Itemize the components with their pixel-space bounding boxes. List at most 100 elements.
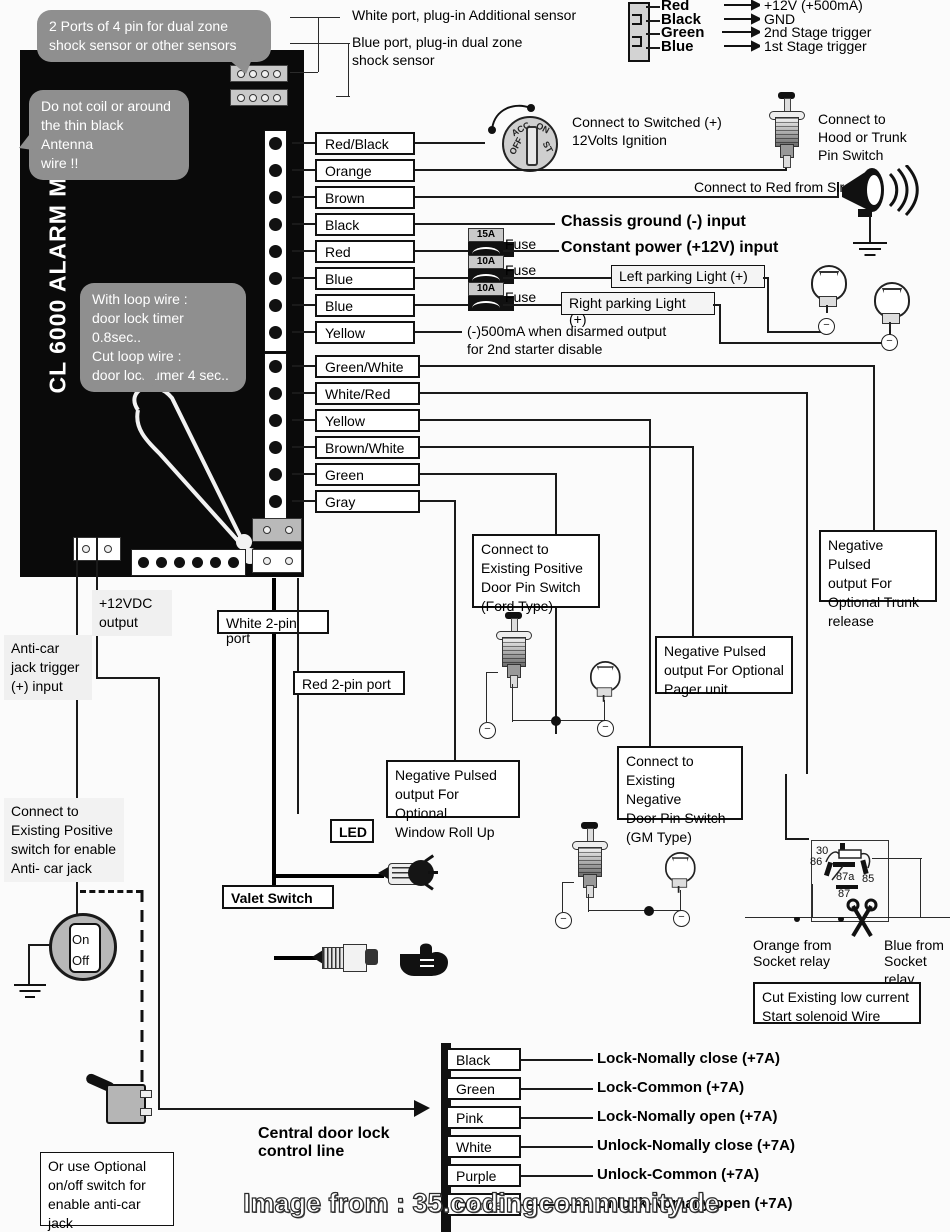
onoff-ground-lead-h (28, 944, 51, 946)
run-right-park (713, 304, 721, 306)
fuse-10a-2: 10A (468, 282, 514, 311)
relay-lead-top (806, 772, 808, 774)
gm-junction-dot (644, 906, 654, 916)
run-blue2 (415, 304, 470, 306)
loop-line-2: door lock timer 0.8sec.. (92, 310, 184, 345)
ignition-note-1: Connect to Switched (+) (572, 114, 722, 130)
relay-pin-87: 87 (838, 888, 851, 900)
central-door-lock-line-1: Central door lock (258, 1125, 390, 1142)
loop-line-1: With loop wire : (92, 291, 188, 307)
red-2pin-line (297, 578, 299, 814)
gm-line-1: Connect to (626, 753, 694, 769)
pager-line-2: output For Optional (664, 662, 784, 678)
red-2pin-port-label: Red 2-pin port (293, 671, 405, 695)
loop-line-4: door lock timer 4 sec.. (92, 367, 229, 383)
cdl-lead-1 (521, 1059, 593, 1061)
cdl-lead-4 (521, 1146, 593, 1148)
opt-line-2: on/off switch for (48, 1177, 146, 1193)
cdl-fn-5: Unlock-Common (+7A) (597, 1166, 760, 1183)
wire-box-green: Green (315, 463, 420, 486)
white-4pin-port[interactable] (230, 65, 288, 82)
lead-bot-5 (292, 473, 315, 475)
trunk-line-3: Optional Trunk (828, 594, 920, 610)
plus12vdc-note: +12VDC output (92, 590, 172, 636)
valet-switch-icon[interactable] (312, 943, 382, 972)
fuse-15a-label: Fuse (505, 236, 537, 252)
run-yellow (415, 331, 462, 333)
cp-line-3: switch for enable (11, 841, 117, 857)
callout-4pin-ports: 2 Ports of 4 pin for dual zone shock sen… (37, 10, 271, 74)
relay-internals (825, 849, 871, 881)
wire-box-blue-1: Blue (315, 267, 415, 290)
relay-terminal-87a (833, 862, 855, 867)
gm-sw-lead-h (562, 882, 574, 883)
trunk-line-2: output For (828, 575, 892, 591)
central-door-lock-line-2: control line (258, 1143, 345, 1160)
cut-line-1: Cut Existing low current (762, 989, 910, 1005)
central-door-lock-6pin-port[interactable] (131, 549, 246, 576)
legend-arrow-3: 1st Stage trigger (764, 38, 867, 54)
lead-bot-1 (292, 365, 315, 367)
right-parking-bulb-icon (874, 282, 910, 330)
white-2pin-port-connector[interactable] (252, 518, 302, 542)
gm-sw-lead-v (562, 882, 563, 912)
start-solenoid-wire (745, 917, 950, 918)
legend-arrows (722, 0, 760, 52)
wire-box-red: Red (315, 240, 415, 263)
cdl-wire-black: Black (446, 1048, 521, 1071)
gm-door-pin-switch-icon (572, 822, 608, 898)
fuse-10a-1-label: Fuse (505, 262, 537, 278)
cdl-fn-2: Lock-Common (+7A) (597, 1079, 745, 1096)
fuse-10a-2-rating: 10A (468, 282, 504, 296)
acj-line-1: Anti-car (11, 640, 60, 656)
plus12vdc-lead-v2 (158, 677, 160, 1110)
right-parking-light-label: Right parking Light (+) (561, 292, 715, 327)
run-brown-white-v (692, 446, 694, 636)
anti-carjack-lead (76, 537, 78, 917)
red-2pin-port-connector[interactable] (252, 549, 302, 573)
lead-bot-2 (292, 392, 315, 394)
onoff-rotary-switch[interactable]: On Off (49, 913, 117, 981)
valet-lead (274, 956, 322, 960)
cdl-wire-green: Green (446, 1077, 521, 1100)
gm-line-2: Existing Negative (626, 772, 682, 807)
callout-antenna-line-1: Do not coil or around (41, 98, 171, 114)
relay-pin-87a: 87a (836, 871, 855, 883)
left-bulb-ground-icon: − (818, 318, 835, 335)
sensor-connector-legend: Red Black Green Blue +12V (+500mA) GND 2… (628, 0, 948, 66)
disarm-note-1: (-)500mA when disarmed output (467, 323, 667, 339)
cut-line-2: Start solenoid Wire (762, 1008, 881, 1024)
relay-lead-right-v (920, 858, 921, 918)
wire-box-orange: Orange (315, 159, 415, 182)
sensor-clip-2 (632, 36, 642, 47)
disarm-note-2: for 2nd starter disable (467, 341, 603, 357)
central-lock-run (158, 1108, 420, 1110)
lead-bot-6 (292, 500, 315, 502)
blue-4pin-port[interactable] (230, 89, 288, 106)
cdl-lead-6 (521, 1204, 593, 1206)
gm-door-pin-note: Connect to Existing Negative Door Pin Sw… (617, 746, 743, 845)
wire-box-white-red: White/Red (315, 382, 420, 405)
run-red-black (415, 142, 485, 144)
hood-note-2: Hood or Trunk (818, 129, 907, 145)
legend-wire-0: Red (661, 0, 690, 14)
run-red (415, 250, 470, 252)
run-gray (420, 500, 456, 502)
cdl-fn-6: Unlock-Nomally open (+7A) (597, 1195, 793, 1212)
fuse-10a-2-label: Fuse (505, 289, 537, 305)
ford-line-2: Existing Positive (481, 560, 583, 576)
ford-sw-lead-h (486, 672, 498, 673)
anti-carjack-trigger-note: Anti-car jack trigger (+) input (4, 635, 92, 700)
lead-top-4 (292, 223, 315, 225)
window-line-3: Window Roll Up (395, 824, 495, 840)
optional-toggle-switch[interactable] (84, 1072, 154, 1124)
run-right-park-h (719, 342, 891, 344)
ford-bulb-lead (604, 700, 605, 720)
left-parking-bulb-icon (811, 265, 847, 313)
cut-solenoid-note: Cut Existing low current Start solenoid … (753, 982, 921, 1024)
callout-antenna: Do not coil or around the thin black Ant… (19, 90, 189, 180)
led-indicator-icon (378, 854, 438, 891)
plus12vdc-line-2: output (99, 614, 138, 630)
cdl-fn-4: Unlock-Nomally close (+7A) (597, 1137, 795, 1154)
leader-blue-port (290, 43, 350, 44)
